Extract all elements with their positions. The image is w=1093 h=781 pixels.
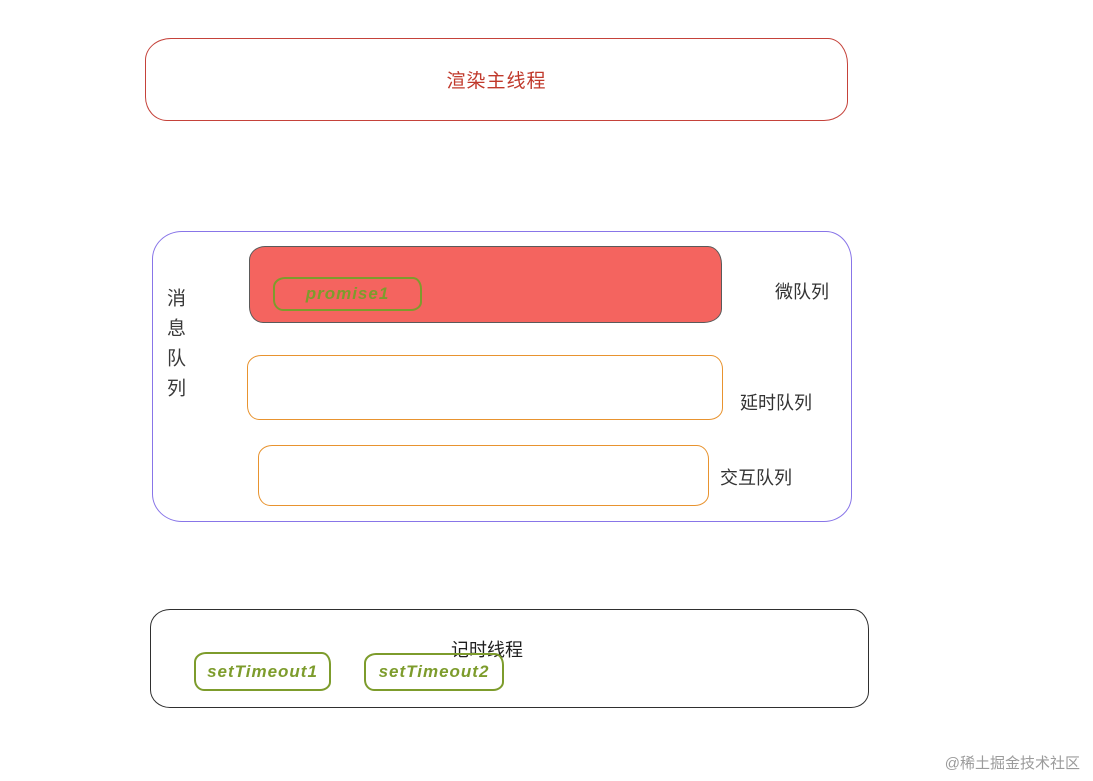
- settimeout2-chip: setTimeout2: [364, 653, 504, 691]
- promise1-chip: promise1: [273, 277, 422, 311]
- render-main-thread-box: 渲染主线程: [145, 38, 848, 121]
- interaction-queue-box: [258, 445, 709, 506]
- settimeout1-chip: setTimeout1: [194, 652, 331, 691]
- settimeout1-label: setTimeout1: [207, 661, 318, 681]
- timer-thread-box: 记时线程 setTimeout1 setTimeout2: [150, 609, 869, 708]
- micro-queue-label: 微队列: [775, 282, 829, 302]
- delay-queue-box: [247, 355, 723, 420]
- interaction-queue-label: 交互队列: [720, 468, 792, 488]
- timer-thread-label: 记时线程: [451, 640, 523, 660]
- settimeout2-label: setTimeout2: [378, 662, 490, 681]
- delay-queue-label: 延时队列: [740, 393, 812, 413]
- promise1-label: promise1: [305, 284, 390, 303]
- micro-queue-box: promise1: [249, 246, 722, 323]
- render-main-thread-label: 渲染主线程: [446, 71, 547, 92]
- message-queue-label: 消息队列: [164, 288, 185, 408]
- message-queue-box: 消息队列 promise1 微队列 延时队列 交互队列: [152, 231, 852, 522]
- watermark: @稀土掘金技术社区: [944, 755, 1080, 772]
